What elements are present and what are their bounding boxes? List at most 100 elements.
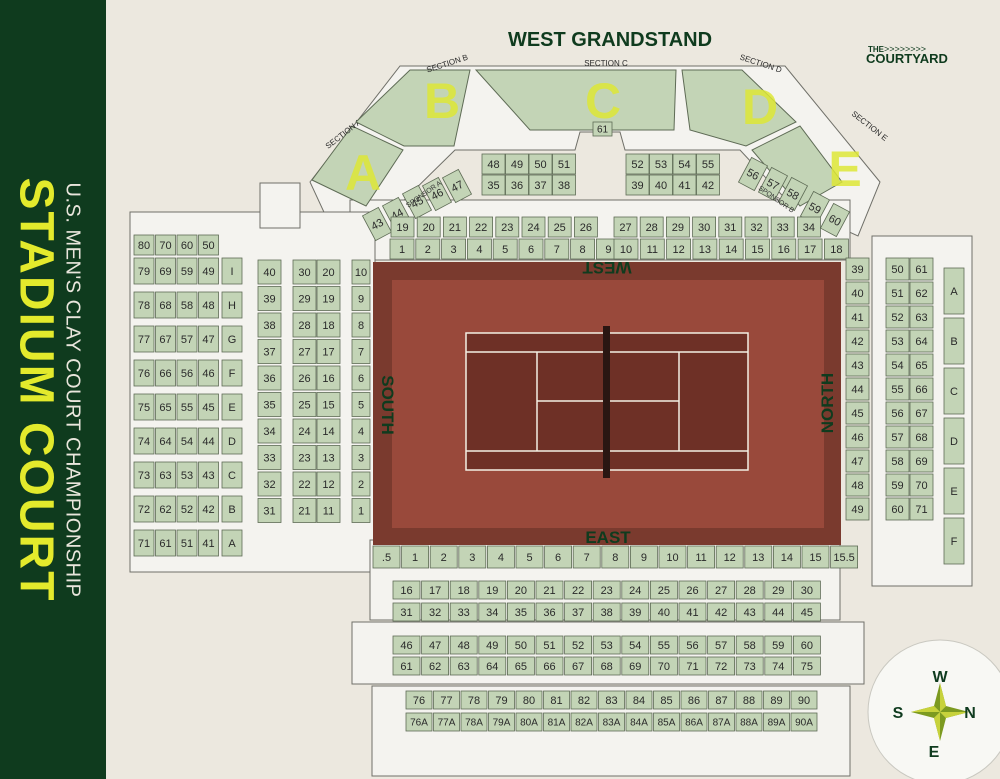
- box-center-lower-36[interactable]: 36: [505, 174, 529, 196]
- box-west-lower-8[interactable]: 8: [570, 238, 595, 260]
- box-north-c-65[interactable]: 65: [909, 353, 934, 377]
- box-east-28[interactable]: 28: [735, 580, 764, 600]
- box-north-b-52[interactable]: 52: [885, 305, 910, 329]
- box-far-letter-E[interactable]: E: [221, 393, 243, 421]
- box-east-55[interactable]: 55: [650, 635, 678, 655]
- box-center-lower-35[interactable]: 35: [481, 174, 506, 196]
- box-south-d-38[interactable]: 38: [257, 312, 282, 338]
- box-center-lower-42[interactable]: 42: [696, 174, 720, 196]
- box-south-c-16[interactable]: 16: [316, 365, 341, 391]
- box-east-84[interactable]: 84: [625, 690, 653, 710]
- box-far-67[interactable]: 67: [155, 325, 176, 353]
- box-far-56[interactable]: 56: [176, 359, 198, 387]
- box-east-79[interactable]: 79: [488, 690, 515, 710]
- box-west-upper-30[interactable]: 30: [692, 216, 716, 238]
- box-ga-left-45[interactable]: 45: [401, 184, 433, 220]
- box-far-49[interactable]: 49: [198, 257, 219, 285]
- box-north-b-54[interactable]: 54: [885, 353, 910, 377]
- box-east-a-84A[interactable]: 84A: [625, 712, 653, 732]
- box-center-upper-54[interactable]: 54: [672, 153, 697, 175]
- box-east-25[interactable]: 25: [650, 580, 678, 600]
- box-far-72[interactable]: 72: [133, 495, 155, 523]
- box-east-37[interactable]: 37: [564, 602, 592, 622]
- box-far-61[interactable]: 61: [155, 529, 176, 557]
- box-south-c-15[interactable]: 15: [316, 392, 341, 417]
- box-center-lower-39[interactable]: 39: [625, 174, 650, 196]
- box-south-b-25[interactable]: 25: [292, 392, 317, 417]
- box-far-48[interactable]: 48: [198, 291, 219, 319]
- box-west-upper-31[interactable]: 31: [718, 216, 743, 238]
- box-ga-left-46[interactable]: 46: [421, 176, 453, 212]
- box-east-66[interactable]: 66: [535, 656, 564, 676]
- box-east-16[interactable]: 16: [392, 580, 421, 600]
- box-far-letter-B[interactable]: B: [221, 495, 243, 523]
- box-east-75[interactable]: 75: [793, 656, 821, 676]
- box-west-lower-5[interactable]: 5: [492, 238, 518, 260]
- box-east-81[interactable]: 81: [543, 690, 570, 710]
- box-south-d-36[interactable]: 36: [257, 365, 282, 391]
- box-west-upper-20[interactable]: 20: [416, 216, 441, 238]
- box-west-lower-3[interactable]: 3: [441, 238, 467, 260]
- box-far-46[interactable]: 46: [198, 359, 219, 387]
- box-east-40[interactable]: 40: [650, 602, 678, 622]
- box-south-c-19[interactable]: 19: [316, 286, 341, 311]
- box-east-front-15.5[interactable]: 15.5: [830, 545, 858, 569]
- box-far-69[interactable]: 69: [155, 257, 176, 285]
- box-far-65[interactable]: 65: [155, 393, 176, 421]
- box-east-73[interactable]: 73: [735, 656, 764, 676]
- box-east-51[interactable]: 51: [535, 635, 564, 655]
- box-south-c-20[interactable]: 20: [316, 259, 341, 285]
- box-west-upper-19[interactable]: 19: [390, 216, 415, 238]
- box-east-a-81A[interactable]: 81A: [543, 712, 570, 732]
- box-east-35[interactable]: 35: [506, 602, 535, 622]
- box-north-c-63[interactable]: 63: [909, 305, 934, 329]
- box-north-b-60[interactable]: 60: [885, 497, 910, 521]
- box-south-a-1[interactable]: 1: [351, 498, 371, 523]
- box-east-41[interactable]: 41: [678, 602, 707, 622]
- box-ga-left-43[interactable]: 43: [361, 206, 393, 242]
- box-far-letter-H[interactable]: H: [221, 291, 243, 319]
- box-west-upper-24[interactable]: 24: [521, 216, 546, 238]
- box-south-b-26[interactable]: 26: [292, 365, 317, 391]
- box-east-front-8[interactable]: 8: [601, 545, 630, 569]
- box-north-letter-D[interactable]: D: [943, 417, 965, 465]
- box-south-a-4[interactable]: 4: [351, 418, 371, 444]
- box-east-22[interactable]: 22: [564, 580, 592, 600]
- box-east-front-5[interactable]: 5: [515, 545, 544, 569]
- box-far-75[interactable]: 75: [133, 393, 155, 421]
- box-south-d-31[interactable]: 31: [257, 498, 282, 523]
- box-east-23[interactable]: 23: [592, 580, 621, 600]
- box-north-b-57[interactable]: 57: [885, 425, 910, 449]
- box-north-a-47[interactable]: 47: [845, 449, 870, 473]
- box-west-upper-21[interactable]: 21: [442, 216, 467, 238]
- box-east-57[interactable]: 57: [707, 635, 735, 655]
- box-north-b-50[interactable]: 50: [885, 257, 910, 281]
- box-far-letter-C[interactable]: C: [221, 461, 243, 489]
- box-center-lower-37[interactable]: 37: [528, 174, 553, 196]
- box-east-89[interactable]: 89: [763, 690, 790, 710]
- box-east-56[interactable]: 56: [678, 635, 707, 655]
- box-east-86[interactable]: 86: [680, 690, 708, 710]
- box-west-lower-4[interactable]: 4: [466, 238, 492, 260]
- box-far-45[interactable]: 45: [198, 393, 219, 421]
- box-east-80[interactable]: 80: [515, 690, 543, 710]
- box-east-45[interactable]: 45: [793, 602, 821, 622]
- box-ga-right-56[interactable]: 56: [737, 156, 769, 192]
- box-far-55[interactable]: 55: [176, 393, 198, 421]
- box-far-71[interactable]: 71: [133, 529, 155, 557]
- box-north-a-40[interactable]: 40: [845, 281, 870, 305]
- box-east-front-15[interactable]: 15: [801, 545, 830, 569]
- box-far-43[interactable]: 43: [198, 461, 219, 489]
- box-north-letter-C[interactable]: C: [943, 367, 965, 415]
- box-east-69[interactable]: 69: [621, 656, 650, 676]
- box-north-b-56[interactable]: 56: [885, 401, 910, 425]
- box-east-a-88A[interactable]: 88A: [735, 712, 763, 732]
- box-east-17[interactable]: 17: [421, 580, 450, 600]
- box-north-c-66[interactable]: 66: [909, 377, 934, 401]
- box-south-b-27[interactable]: 27: [292, 339, 317, 364]
- box-east-34[interactable]: 34: [478, 602, 507, 622]
- box-south-b-22[interactable]: 22: [292, 471, 317, 497]
